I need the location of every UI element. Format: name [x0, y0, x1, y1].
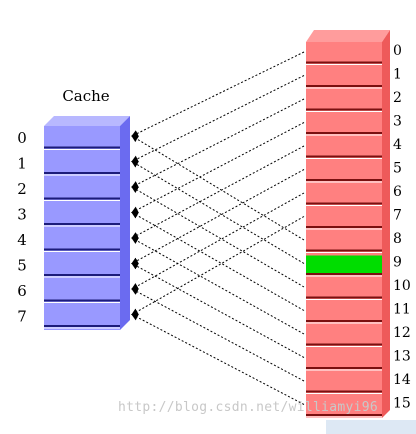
memory-block	[306, 30, 390, 418]
cache-row-label: 5	[17, 257, 27, 275]
memory-row-label: 5	[393, 161, 402, 177]
mapping-arrow	[131, 169, 305, 264]
cache-front-face	[44, 126, 120, 330]
memory-row-label: 1	[393, 67, 402, 83]
memory-top-face	[306, 30, 390, 42]
mapping-arrow	[131, 237, 305, 335]
mapping-arrow	[131, 160, 305, 264]
memory-row-label: 12	[393, 325, 411, 341]
memory-row-label: 14	[393, 372, 411, 388]
memory-row-label: 4	[393, 137, 402, 153]
cache-title: Cache	[62, 87, 109, 105]
cache-block	[44, 116, 130, 330]
cache-row-label: 4	[17, 231, 27, 249]
footer-band	[326, 420, 416, 434]
memory-row-label: 2	[393, 90, 402, 106]
memory-row-label: 6	[393, 184, 402, 200]
mapping-arrow	[131, 98, 305, 188]
memory-row-label: 3	[393, 114, 402, 130]
cache-row-label: 2	[17, 180, 27, 198]
cache-row-label: 3	[17, 206, 27, 224]
memory-row-label: 7	[393, 208, 402, 224]
memory-row-label: 15	[393, 396, 411, 412]
mapping-arrow	[131, 288, 305, 382]
memory-row-label: 10	[393, 278, 411, 294]
memory-row-label: 0	[393, 43, 402, 59]
watermark-text: http://blog.csdn.net/williamyi96	[118, 400, 379, 415]
cache-row-label: 6	[17, 282, 27, 300]
mapping-arrow	[131, 75, 305, 162]
memory-row-label: 11	[393, 302, 411, 318]
memory-side-face	[382, 30, 390, 418]
memory-front-face	[306, 42, 382, 418]
mapping-arrow	[131, 216, 305, 315]
mapping-arrow	[131, 51, 305, 137]
cache-row-label: 7	[17, 308, 27, 326]
mapping-arrows	[131, 51, 305, 405]
mapping-arrow	[131, 145, 305, 239]
mapping-arrow	[131, 122, 305, 213]
cache-row-label: 1	[17, 155, 27, 173]
cache-top-face	[44, 116, 130, 126]
mapping-arrow	[131, 263, 305, 358]
cache-row-labels: 0 1 2 3 4 5 6 7	[17, 129, 27, 326]
mapping-arrow	[131, 314, 305, 405]
mapping-arrow	[131, 186, 305, 288]
mapping-arrow	[131, 135, 305, 241]
mapping-arrow	[131, 192, 305, 290]
memory-row-label: 8	[393, 231, 402, 247]
memory-highlight-row	[306, 255, 382, 273]
memory-row-label: 9	[393, 255, 402, 271]
memory-row-label: 13	[393, 349, 411, 365]
cache-row-label: 0	[17, 129, 27, 147]
cache-side-face	[120, 116, 130, 330]
mapping-arrow	[131, 212, 305, 311]
